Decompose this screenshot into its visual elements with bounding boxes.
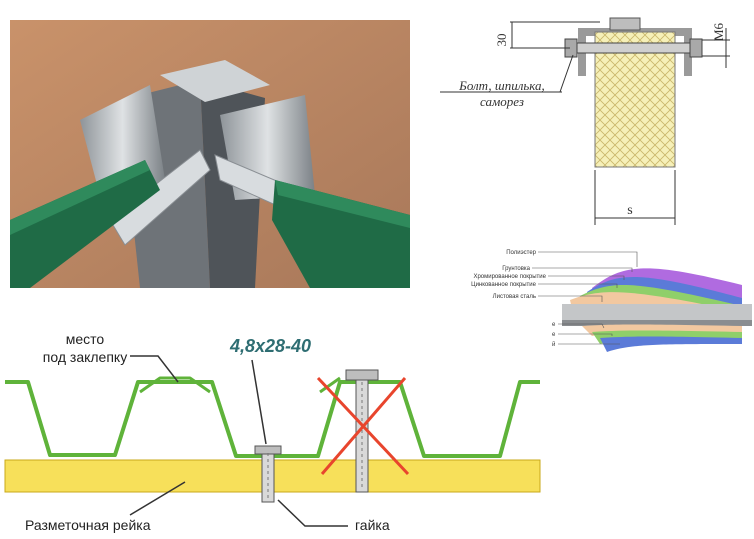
rail-leader — [129, 481, 186, 516]
rivet-label-line-2: под заклепку — [43, 349, 127, 365]
callout-line-1: Болт, шпилька, — [458, 78, 545, 93]
lower-label: е — [552, 332, 556, 338]
green-rail-left — [10, 160, 160, 288]
layer-label: Полиэстер — [506, 250, 536, 256]
fence-post-photo — [10, 20, 410, 288]
bolt-drawing: 30 M6 s Болт, шпилька, саморез — [440, 17, 730, 225]
layer-sheets — [562, 268, 752, 352]
rivet-label-line-1: место — [66, 331, 105, 347]
callout-leader — [559, 54, 574, 93]
dim-m6-label: M6 — [711, 22, 726, 41]
coating-layers-diagram: Полиэстер Грунтовка Хромированное покрыт… — [471, 250, 752, 352]
dim-s-label: s — [627, 203, 632, 218]
callout-line-2: саморез — [480, 94, 524, 109]
cross-out-icon — [316, 376, 410, 476]
left-fastener — [254, 445, 282, 503]
screw-size-label: 4,8х28-40 — [229, 336, 311, 356]
sandwich-panel — [594, 31, 676, 168]
dimension-30 — [510, 21, 600, 49]
layer-labels: Полиэстер Грунтовка Хромированное покрыт… — [471, 250, 556, 348]
lower-label: й — [552, 341, 555, 348]
layer-label: Грунтовка — [502, 266, 530, 272]
layer-label: Цинкованное покрытие — [471, 282, 537, 288]
rivet-leader — [130, 355, 179, 383]
profile-rail-diagram: 4,8х28-40 место под заклепку Разметочная… — [4, 331, 541, 533]
nut-label: гайка — [355, 517, 390, 533]
lower-label: е — [552, 322, 556, 328]
layer-label: Хромированное покрытие — [473, 274, 546, 280]
dimension-m6 — [702, 28, 730, 68]
rail-label: Разметочная рейка — [25, 517, 151, 533]
dimension-s — [594, 170, 676, 225]
layer-label: Листовая сталь — [493, 294, 536, 300]
dim-30-label: 30 — [494, 34, 509, 47]
green-rail-right — [272, 180, 410, 288]
profile-sheet — [5, 376, 540, 458]
label-leaders — [532, 251, 638, 345]
nut-leader — [277, 499, 348, 527]
screw-leader — [251, 359, 267, 445]
